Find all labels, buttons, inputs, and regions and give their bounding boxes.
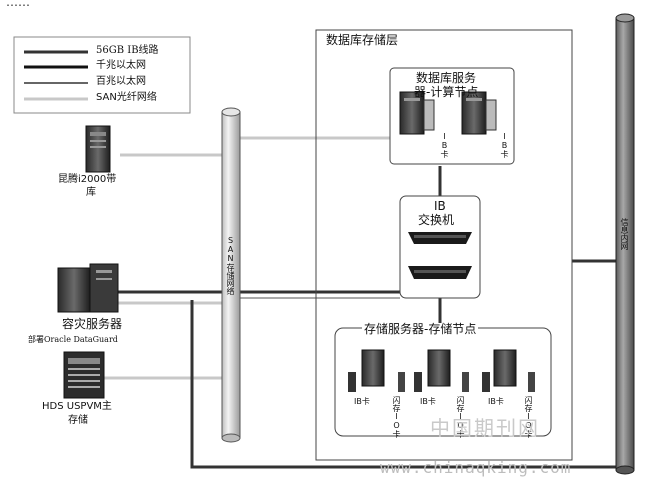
watermark-url: www.chinaqking.com [380,458,572,477]
watermark-cn: 中国期刊网 [430,416,540,440]
storage-2-ib-label: IB卡 [420,397,436,406]
db-server-group-title-2: 器-计算节点 [414,85,479,99]
db-storage-layer-box [315,29,573,461]
dr-server-icon [57,263,119,313]
db-server-right-ib-label: IB卡 [500,132,509,158]
intranet-link-dr [190,300,620,469]
tape-library-label-1: 昆腾i2000带 [58,174,117,185]
hds-storage-icon [63,351,105,399]
hds-storage-label-1: HDS USPVM主 [42,401,112,412]
san-network-label: SAN存储网络 [226,236,235,295]
storage-1-ib-label: IB卡 [354,397,370,406]
db-server-right-icon [461,91,497,135]
storage-3-ib-label: IB卡 [488,397,504,406]
storage-2-flash-label: 闪存IO卡 [456,396,465,438]
ib-switch-title-2: 交换机 [418,213,455,227]
legend-label-san: SAN光纤网络 [96,92,157,103]
ib-switch-bottom-icon [408,266,472,279]
dr-server-note: 部署Oracle DataGuard [28,335,118,344]
db-server-left-ib-label: IB卡 [440,132,449,158]
tape-library-icon [85,125,111,173]
tape-library-label-2: 库 [86,187,96,198]
storage-server-2-icon [414,349,469,392]
db-server-group-title-1: 数据库服务 [416,71,477,85]
db-storage-layer-title: 数据库存储层 [326,33,399,47]
intranet-pipe [615,13,635,475]
legend-label-ib: 56GB IB线路 [96,45,159,56]
legend-label-100m: 百兆以太网 [96,76,146,87]
storage-3-flash-label: 闪存IO卡 [524,396,533,438]
hds-storage-label-2: 存储 [68,415,88,426]
ib-switch-top-icon [408,232,472,244]
db-server-left-icon [399,91,435,135]
storage-server-1-icon [348,349,405,392]
storage-group-title: 存储服务器-存储节点 [362,322,479,336]
intranet-label: 信息内网 [620,218,629,250]
dr-server-label: 容灾服务器 [62,317,123,331]
storage-1-flash-label: 闪存IO卡 [392,396,401,438]
header-fragment: …… [6,0,30,9]
legend [13,36,191,114]
san-pipe [221,107,241,443]
legend-box [13,36,191,114]
ib-switch-title-1: IB [434,199,446,213]
storage-server-3-icon [482,349,535,392]
legend-label-gigabit: 千兆以太网 [96,60,146,71]
